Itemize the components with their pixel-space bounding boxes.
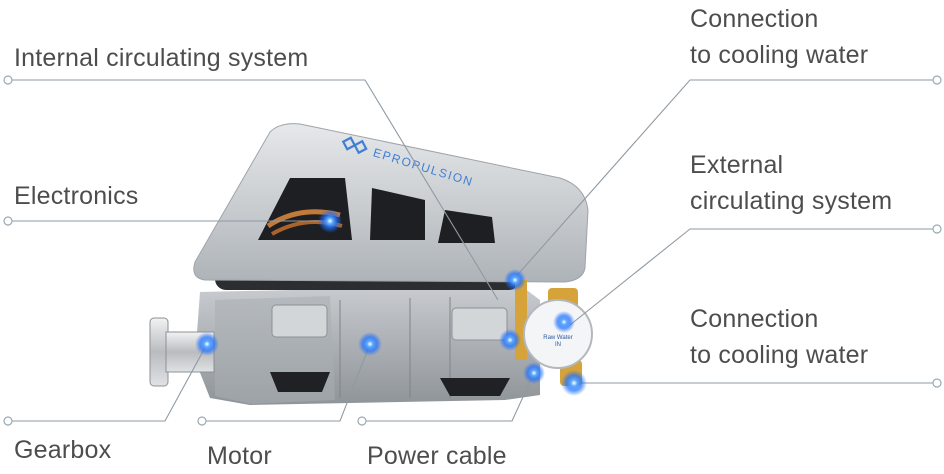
label-motor: Motor bbox=[207, 442, 272, 470]
leader-endpoints bbox=[3, 75, 942, 426]
leader-gearbox bbox=[8, 343, 208, 422]
leader-external-circulating bbox=[569, 228, 937, 326]
endpoint-gearbox bbox=[3, 416, 13, 426]
leader-connection-top bbox=[512, 79, 937, 281]
leader-lines bbox=[8, 79, 937, 422]
label-connection-cooling-water-bottom: Connection to cooling water bbox=[690, 305, 869, 369]
hotspot-electronics bbox=[318, 209, 342, 233]
endpoint-motor bbox=[197, 416, 207, 426]
endpoint-external bbox=[932, 224, 942, 234]
leader-power-cable bbox=[362, 372, 535, 422]
pump-label-1: Raw Water bbox=[543, 335, 572, 341]
label-internal-circulating-system: Internal circulating system bbox=[14, 44, 309, 72]
hotspots bbox=[195, 209, 587, 396]
endpoint-power-cable bbox=[357, 416, 367, 426]
hotspot-connection-top bbox=[504, 269, 526, 291]
endpoint-internal bbox=[3, 75, 13, 85]
endpoint-electronics bbox=[3, 216, 13, 226]
pump-label-2: IN bbox=[555, 342, 561, 348]
label-connection-cooling-water-top: Connection to cooling water bbox=[690, 5, 869, 69]
label-external-circulating-system: External circulating system bbox=[690, 151, 893, 215]
label-gearbox: Gearbox bbox=[14, 436, 112, 464]
hotspot-connection-bottom bbox=[561, 370, 587, 396]
mounting-feet bbox=[270, 304, 510, 396]
hotspot-external bbox=[553, 311, 575, 333]
hotspot-power-cable bbox=[523, 362, 545, 384]
label-power-cable: Power cable bbox=[367, 442, 507, 470]
hotspot-motor bbox=[358, 332, 382, 356]
hotspot-internal bbox=[499, 329, 521, 351]
leader-internal-circulating bbox=[8, 79, 499, 301]
endpoint-connection-top bbox=[932, 75, 942, 85]
hotspot-gearbox bbox=[195, 332, 219, 356]
engine-cover: EPROPULSION bbox=[193, 123, 589, 283]
endpoint-connection-bottom bbox=[932, 378, 942, 388]
leader-motor bbox=[202, 343, 371, 422]
label-electronics: Electronics bbox=[14, 182, 139, 210]
